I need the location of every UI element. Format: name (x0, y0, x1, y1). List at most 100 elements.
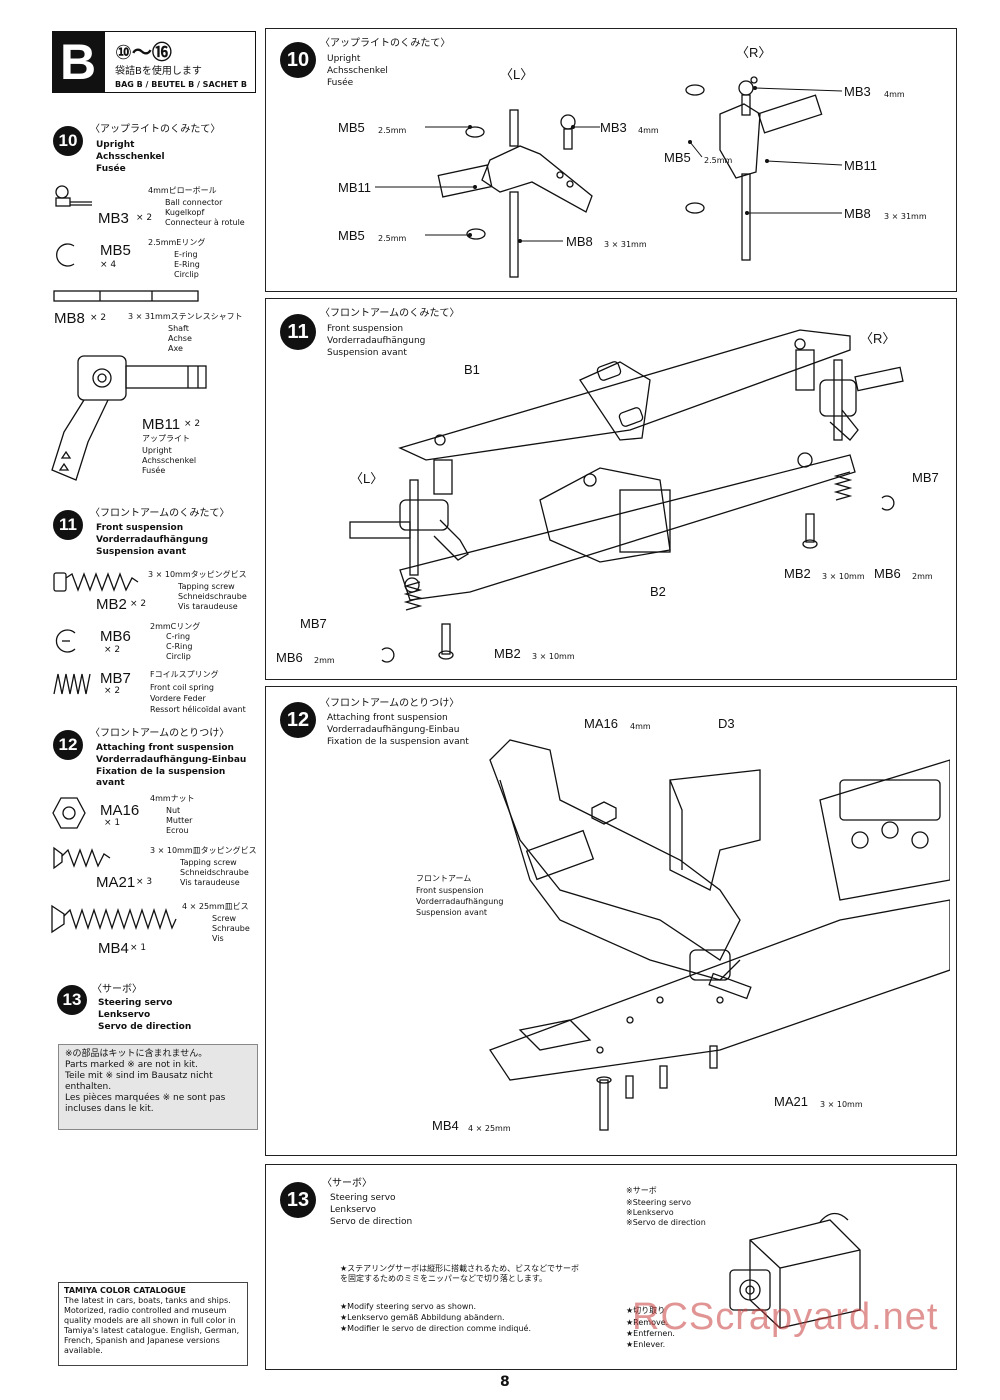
panel-11-fr: Suspension avant (327, 348, 407, 358)
catalogue-box: TAMIYA COLOR CATALOGUE The latest in car… (58, 1282, 248, 1366)
part-mb4-size: 4 × 25mm皿ビス (182, 902, 249, 911)
coil-spring-icon (53, 673, 91, 695)
part-ma21-qty: × 3 (136, 877, 153, 887)
panel-10-jp: 〈アップライトのくみたて〉 (320, 38, 451, 49)
part-mb4-name-fr: Vis (212, 934, 224, 943)
p12-ma21: MA21 (774, 1094, 808, 1109)
p11-mb7a: MB7 (912, 470, 939, 485)
ball-connector-icon (55, 185, 92, 207)
step-10-en: Upright (96, 140, 135, 150)
p10-mb5c-size: 2.5mm (704, 156, 733, 165)
part-mb5-name-de: E-Ring (174, 260, 200, 269)
panel-10-de: Achsschenkel (327, 66, 388, 76)
part-ma21-name-en: Tapping screw (180, 858, 237, 867)
step-12-fr: Fixation de la suspension avant (96, 767, 226, 788)
step-11-fr: Suspension avant (96, 547, 187, 557)
part-mb8-name-en: Shaft (168, 324, 189, 333)
part-mb6-size: 2mmCリング (150, 622, 201, 631)
p10-mb8b: MB8 (844, 206, 871, 221)
step-13-de: Lenkservo (98, 1010, 151, 1020)
kit-note-de: Teile mit ※ sind im Bausatz nicht enthal… (65, 1071, 213, 1092)
step-10-fr: Fusée (96, 164, 126, 174)
part-mb11-name-de: Achsschenkel (142, 456, 197, 465)
step-13-en: Steering servo (98, 998, 173, 1008)
p12-arm-en: Front suspension (416, 886, 484, 895)
part-mb5-code: MB5 (100, 242, 131, 259)
step-10-jp: 〈アップライトのくみたて〉 (90, 124, 221, 135)
part-mb6-qty: × 2 (104, 645, 121, 655)
instr-en: ★Modify steering servo as shown. (340, 1302, 477, 1311)
nut-icon (52, 797, 86, 829)
servo-drawing (729, 1212, 861, 1329)
part-mb4-name-de: Schraube (212, 924, 250, 933)
panel-10-right-tag: 〈R〉 (736, 45, 772, 60)
part-mb7-name-en: Front coil spring (150, 683, 214, 692)
p10-mb3b-size: 4mm (884, 90, 905, 99)
catalogue-title: TAMIYA COLOR CATALOGUE (64, 1286, 186, 1295)
p12-ma16: MA16 (584, 716, 618, 731)
panel-step-13 (265, 1164, 957, 1370)
part-mb11-code: MB11 (142, 416, 181, 433)
part-mb5-name-fr: Circlip (174, 270, 199, 279)
part-mb6-name-en: C-ring (166, 632, 191, 641)
panel-10-leaders (375, 86, 843, 243)
p10-mb11a: MB11 (338, 180, 371, 195)
instr-de: ★Lenkservo gemäß Abbildung abändern. (340, 1313, 505, 1322)
panel-step-12 (265, 686, 957, 1156)
p10-mb8b-size: 3 × 31mm (884, 212, 927, 221)
panel-12-de: Vorderradaufhängung-Einbau (327, 725, 460, 735)
page-number: 8 (500, 1374, 510, 1390)
panel-12-badge: 12 (280, 702, 316, 738)
bag-box: ⑩〜⑯ 袋詰Bを使用します BAG B / BEUTEL B / SACHET … (104, 31, 256, 93)
servo-fr: ※Servo de direction (626, 1218, 706, 1227)
step-11-jp: 〈フロントアームのくみたて〉 (90, 508, 230, 519)
chassis-drawing (489, 739, 950, 1131)
part-mb5-size: 2.5mmEリング (148, 238, 206, 247)
part-mb4-qty: × 1 (130, 943, 147, 953)
cut-de: ★Entfernen. (626, 1329, 675, 1338)
panel-10-en: Upright (327, 54, 361, 64)
watermark: RCScrapyard.net (632, 1296, 939, 1338)
part-ma16-name-fr: Ecrou (166, 826, 189, 835)
part-mb2-code: MB2 (96, 596, 127, 613)
part-mb7-qty: × 2 (104, 686, 121, 696)
front-arm-drawing (349, 329, 904, 663)
p10-mb11b: MB11 (844, 158, 877, 173)
part-mb6-name-de: C-Ring (166, 642, 193, 651)
part-mb11-qty: × 2 (184, 419, 201, 429)
part-mb7-name-fr: Ressort hélicoïdal avant (150, 705, 246, 714)
panel-13-jp: 〈サーボ〉 (322, 1178, 372, 1189)
p10-mb8a: MB8 (566, 234, 593, 249)
long-screw-icon (51, 904, 177, 934)
part-mb5-qty: × 4 (100, 260, 117, 270)
upright-right-drawing (685, 76, 823, 261)
servo-en: ※Steering servo (626, 1198, 691, 1207)
p11-mb7b: MB7 (300, 616, 327, 631)
upright-icon (51, 355, 207, 481)
kit-note: ※の部品はキットに含まれません。 Parts marked ※ are not … (58, 1044, 258, 1130)
step-11-en: Front suspension (96, 523, 184, 533)
p11-mb6b: MB6 (276, 650, 303, 665)
part-mb3-name-de: Kugelkopf (165, 208, 205, 217)
panel-11-de: Vorderradaufhängung (327, 336, 426, 346)
panel-12-jp: 〈フロントアームのとりつけ〉 (320, 698, 460, 709)
p12-mb4-size: 4 × 25mm (468, 1124, 511, 1133)
step-10-badge: 10 (53, 126, 83, 156)
part-mb5-name-en: E-ring (174, 250, 198, 259)
p10-mb5c: MB5 (664, 150, 691, 165)
p11-b2: B2 (650, 584, 666, 599)
p10-mb3b: MB3 (844, 84, 871, 99)
part-mb4-name-en: Screw (212, 914, 237, 923)
part-mb4-code: MB4 (98, 940, 129, 957)
panel-13-en: Steering servo (330, 1193, 396, 1203)
panel-11-badge: 11 (280, 314, 316, 350)
cut-fr: ★Enlever. (626, 1340, 666, 1349)
part-mb3-name-fr: Connecteur à rotule (165, 218, 245, 227)
p12-d3: D3 (718, 716, 735, 731)
part-mb8-size: 3 × 31mmステンレスシャフト (128, 312, 243, 321)
panel-13-badge: 13 (280, 1182, 316, 1218)
part-mb2-qty: × 2 (130, 599, 147, 609)
step-13-fr: Servo de direction (98, 1022, 192, 1032)
p10-mb5a: MB5 (338, 120, 365, 135)
servo-de: ※Lenkservo (626, 1208, 674, 1217)
